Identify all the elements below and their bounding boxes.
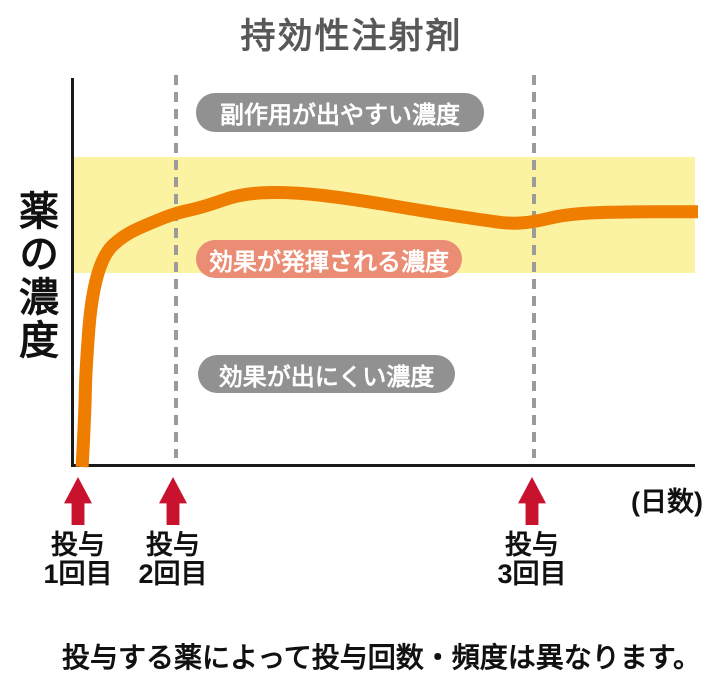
dose2-dashed-line <box>174 75 178 458</box>
zone-label-ineffective-text: 効果が出にくい濃度 <box>218 363 435 391</box>
plot-area: 副作用が出やすい濃度 効果が発揮される濃度 効果が出にくい濃度 <box>71 75 698 468</box>
arrow-up-icon <box>518 477 546 525</box>
dose3-label: 投与 3回目 <box>497 531 566 589</box>
dose1-label: 投与 1回目 <box>43 531 112 589</box>
page-title: 持効性注射剤 <box>240 17 463 56</box>
dose2-label-line1: 投与 <box>146 530 200 560</box>
zone-label-side-effect: 副作用が出やすい濃度 <box>196 93 484 132</box>
zone-label-effective: 効果が発揮される濃度 <box>196 240 462 278</box>
dose3-label-line2: 3回目 <box>497 559 567 589</box>
arrow-up-icon <box>159 477 187 525</box>
dose2-label-line2: 2回目 <box>138 559 208 589</box>
zone-label-effective-text: 効果が発揮される濃度 <box>209 248 449 276</box>
y-axis-label: 薬の濃度 <box>13 190 57 362</box>
dose1-label-line2: 1回目 <box>43 559 113 589</box>
dose2-marker: 投与 2回目 <box>125 477 221 589</box>
dose3-marker: 投与 3回目 <box>484 477 580 589</box>
caption: 投与する薬によって投与回数・頻度は異なります。 <box>62 642 701 673</box>
dose3-label-line1: 投与 <box>505 530 559 560</box>
dose3-dashed-line <box>532 75 536 458</box>
dose2-label: 投与 2回目 <box>138 531 207 589</box>
concentration-curve <box>75 186 698 468</box>
dose1-label-line1: 投与 <box>51 530 105 560</box>
x-axis-unit-label: (日数) <box>631 487 703 517</box>
dose1-marker: 投与 1回目 <box>30 477 126 589</box>
zone-label-side-effect-text: 副作用が出やすい濃度 <box>220 102 460 129</box>
zone-label-ineffective: 効果が出にくい濃度 <box>198 355 455 393</box>
arrow-up-icon <box>64 477 92 525</box>
